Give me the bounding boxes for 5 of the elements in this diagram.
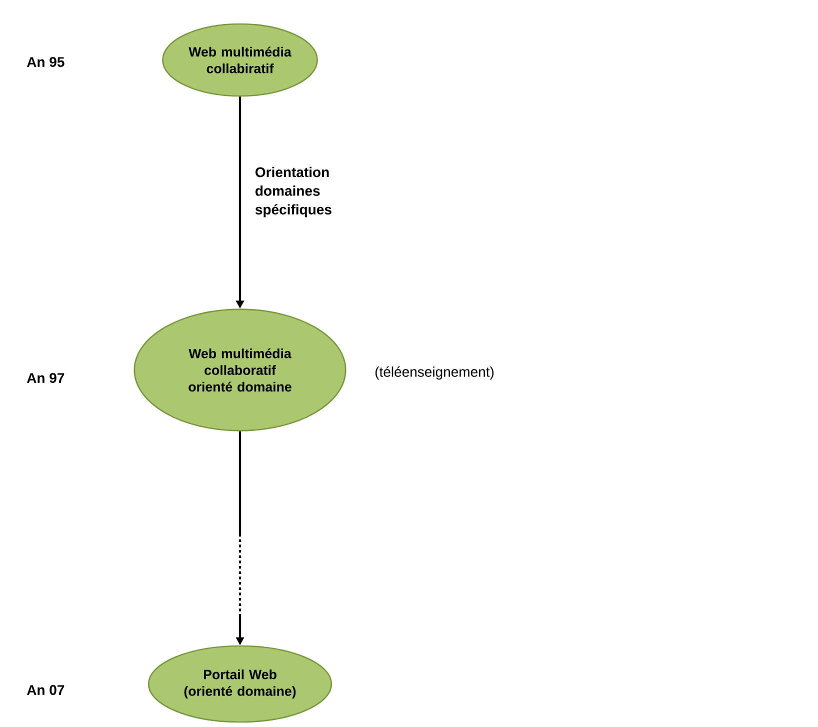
- note-label: (téléenseignement): [375, 366, 494, 380]
- year-label: An 97: [26, 373, 64, 383]
- year-label: An 07: [26, 685, 64, 695]
- edge-label: Orientation domaines spécifiques: [255, 166, 332, 218]
- year-label: An 95: [26, 57, 64, 67]
